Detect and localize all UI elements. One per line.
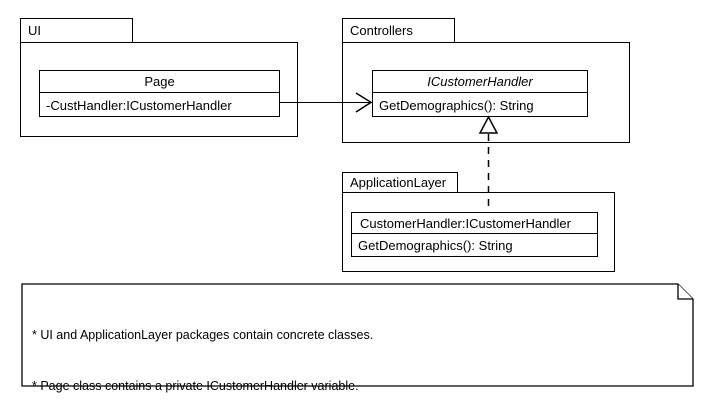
class-operation-icustomerhandler-getdemographics: GetDemographics(): String [379,97,534,113]
package-tab-controllers[interactable]: Controllers [342,18,455,43]
package-tab-ui[interactable]: UI [20,18,133,43]
package-label-applicationlayer: ApplicationLayer [350,175,447,190]
note-line-1: * UI and ApplicationLayer packages conta… [32,327,374,342]
class-box-icustomerhandler[interactable]: ICustomerHandler GetDemographics(): Stri… [372,70,588,117]
class-attribute-page-custhandler: -CustHandler:ICustomerHandler [46,97,232,113]
connector-realization-customerhandler-to-icustomerhandler [478,115,499,212]
note-shape [21,283,694,387]
note-line-2: * Page class contains a private ICustome… [32,379,359,394]
class-box-customerhandler[interactable]: CustomerHandler:ICustomerHandler GetDemo… [351,212,598,257]
class-name-customerhandler: CustomerHandler:ICustomerHandler [352,213,597,234]
class-name-page: Page [40,71,279,93]
package-label-ui: UI [28,23,41,38]
note-text-block: * UI and ApplicationLayer packages conta… [32,292,580,400]
package-tab-applicationlayer[interactable]: ApplicationLayer [342,172,458,193]
connector-arrowhead-open-page-to-icustomerhandler [355,92,373,113]
class-name-icustomerhandler: ICustomerHandler [373,71,587,93]
package-label-controllers: Controllers [350,23,413,38]
connector-line-page-to-icustomerhandler [280,102,372,104]
class-operation-customerhandler-getdemographics: GetDemographics(): String [358,237,513,253]
class-box-page[interactable]: Page -CustHandler:ICustomerHandler [39,70,280,117]
